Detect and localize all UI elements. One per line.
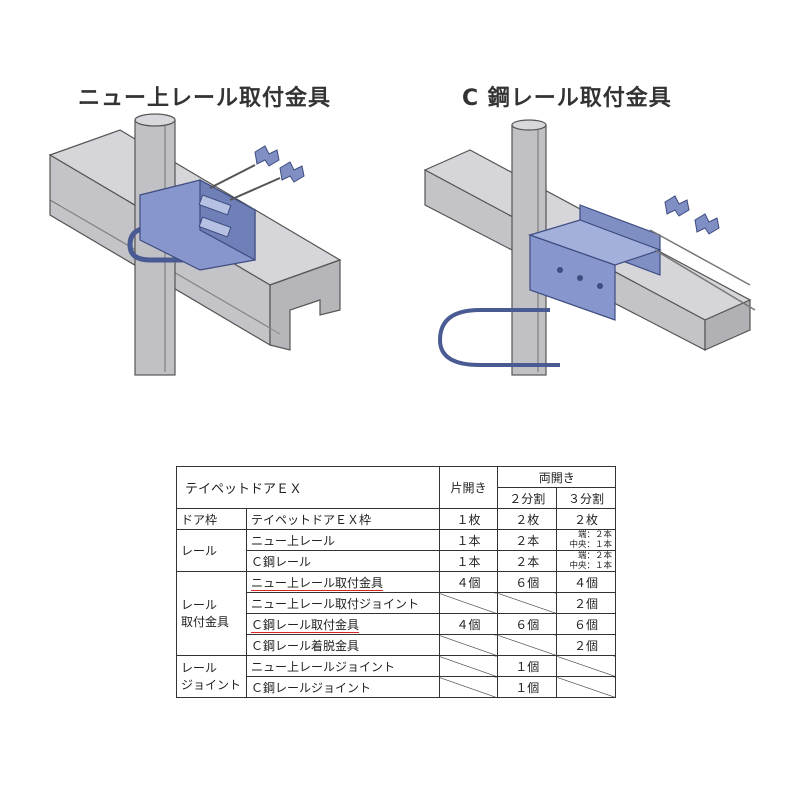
item-fit-c-label: Ｃ鋼レール取付金具 bbox=[250, 617, 359, 633]
table-row: ニュー上レール取付ジョイント ２個 bbox=[177, 592, 616, 614]
table-row: レール ニュー上レール １本 ２本 端：２本 中央：１本 bbox=[176, 529, 616, 572]
item-door-frame: テイペットドアＥＸ枠 bbox=[245, 508, 440, 530]
stud bbox=[209, 164, 256, 189]
cell-split3: ２枚 bbox=[556, 508, 616, 530]
cell-split3: 端：２本 中央：１本 bbox=[556, 550, 616, 572]
table-row: Ｃ鋼レールジョイント １個 bbox=[177, 676, 616, 698]
item-fit-c: Ｃ鋼レール取付金具 bbox=[245, 613, 440, 635]
bracket-slot bbox=[198, 194, 232, 216]
cell-empty bbox=[497, 592, 558, 614]
cell-split3: ４個 bbox=[556, 571, 616, 593]
cell-split3: ２個 bbox=[556, 634, 616, 656]
bracket-hole-2 bbox=[577, 275, 583, 281]
table-row: ドア枠 テイペットドアＥＸ枠 １枚 ２枚 ２枚 bbox=[176, 508, 616, 530]
title-new-top-rail-fitting: ニュー上レール取付金具 bbox=[78, 86, 332, 111]
wing-nut-icon-2 bbox=[694, 213, 720, 235]
group-fitting: レール 取付金具 bbox=[176, 571, 247, 656]
rail-end-face bbox=[704, 299, 751, 351]
wing-nut-icon bbox=[664, 195, 690, 217]
pole-top bbox=[511, 119, 547, 131]
table-row: Ｃ鋼レール着脱金具 ２個 bbox=[177, 634, 616, 656]
stud-2 bbox=[654, 249, 756, 311]
u-bolt bbox=[437, 308, 560, 367]
bracket-hole-3 bbox=[597, 283, 603, 289]
cell-split2: ２本 bbox=[497, 550, 558, 572]
cell-split3: ６個 bbox=[556, 613, 616, 635]
table-row: Ｃ鋼レール １本 ２本 端：２本 中央：１本 bbox=[177, 550, 616, 572]
group-joint-line2: ジョイント bbox=[181, 677, 242, 692]
bracket-hole bbox=[557, 267, 563, 273]
cell-split2: １個 bbox=[497, 676, 558, 698]
table-row: Ｃ鋼レール取付金具 ４個 ６個 ６個 bbox=[177, 613, 616, 635]
header-split3: ３分割 bbox=[556, 487, 616, 509]
split3-center: 中央：１本 bbox=[569, 540, 612, 550]
pole-top bbox=[134, 113, 176, 127]
bracket-top bbox=[528, 219, 662, 266]
item-fit-new-joint: ニュー上レール取付ジョイント bbox=[245, 592, 440, 614]
table-row: レール 取付金具 ニュー上レール取付金具 ４個 ６個 ４個 bbox=[176, 571, 616, 656]
header-product: テイペットドアＥＸ bbox=[176, 466, 440, 509]
cell-split3: ２個 bbox=[556, 592, 616, 614]
cell-single: １本 bbox=[438, 529, 499, 551]
cell-empty bbox=[556, 676, 616, 698]
cell-split2: ６個 bbox=[497, 571, 558, 593]
cell-empty bbox=[438, 634, 499, 656]
cell-empty bbox=[438, 592, 499, 614]
item-fit-new: ニュー上レール取付金具 bbox=[245, 571, 440, 593]
cell-split2: １個 bbox=[497, 655, 558, 677]
item-rail-new: ニュー上レール bbox=[245, 529, 440, 551]
group-rail: レール bbox=[176, 529, 247, 572]
cell-single: ４個 bbox=[438, 613, 499, 635]
cell-empty bbox=[438, 655, 499, 677]
cell-split2: ２本 bbox=[497, 529, 558, 551]
c-steel-rail-fitting-illustration bbox=[423, 119, 756, 376]
group-joint-line1: レール bbox=[181, 660, 218, 675]
cell-empty bbox=[556, 655, 616, 677]
cell-split3: 端：２本 中央：１本 bbox=[556, 529, 616, 551]
group-fitting-line2: 取付金具 bbox=[181, 614, 230, 629]
stud bbox=[649, 229, 751, 286]
rail-end-face bbox=[269, 259, 341, 351]
cell-split2: ６個 bbox=[497, 613, 558, 635]
header-double: 両開き bbox=[497, 466, 616, 488]
header-split2: ２分割 bbox=[497, 487, 558, 509]
split3-center: 中央：１本 bbox=[569, 561, 612, 571]
item-joint-new: ニュー上レールジョイント bbox=[245, 655, 440, 677]
cell-empty bbox=[497, 634, 558, 656]
group-joint: レール ジョイント bbox=[176, 655, 247, 698]
stud-2 bbox=[229, 177, 281, 201]
cell-single: ４個 bbox=[438, 571, 499, 593]
title-c-steel-rail-fitting: C 鋼レール取付金具 bbox=[462, 86, 672, 111]
wing-nut-icon-2 bbox=[279, 161, 305, 183]
item-fit-new-label: ニュー上レール取付金具 bbox=[250, 575, 383, 591]
cell-split2: ２枚 bbox=[497, 508, 558, 530]
split3-ends: 端：２本 bbox=[577, 530, 612, 540]
group-fitting-line1: レール bbox=[181, 597, 218, 612]
cell-empty bbox=[438, 676, 499, 698]
bracket-slot-2 bbox=[198, 216, 232, 238]
group-door-frame: ドア枠 bbox=[176, 508, 247, 530]
item-joint-c: Ｃ鋼レールジョイント bbox=[245, 676, 440, 698]
header-single: 片開き bbox=[438, 466, 499, 509]
table-row: レール ジョイント ニュー上レールジョイント １個 bbox=[176, 655, 616, 698]
new-top-rail-fitting-illustration bbox=[48, 113, 342, 376]
cell-single: １枚 bbox=[438, 508, 499, 530]
split3-ends: 端：２本 bbox=[577, 551, 612, 561]
cell-single: １本 bbox=[438, 550, 499, 572]
wing-nut-icon bbox=[254, 145, 280, 167]
components-table: テイペットドアＥＸ 片開き 両開き ２分割 ３分割 ドア枠 テイペットドアＥＸ枠… bbox=[176, 466, 616, 698]
item-fit-c-detach: Ｃ鋼レール着脱金具 bbox=[245, 634, 440, 656]
item-rail-c: Ｃ鋼レール bbox=[245, 550, 440, 572]
